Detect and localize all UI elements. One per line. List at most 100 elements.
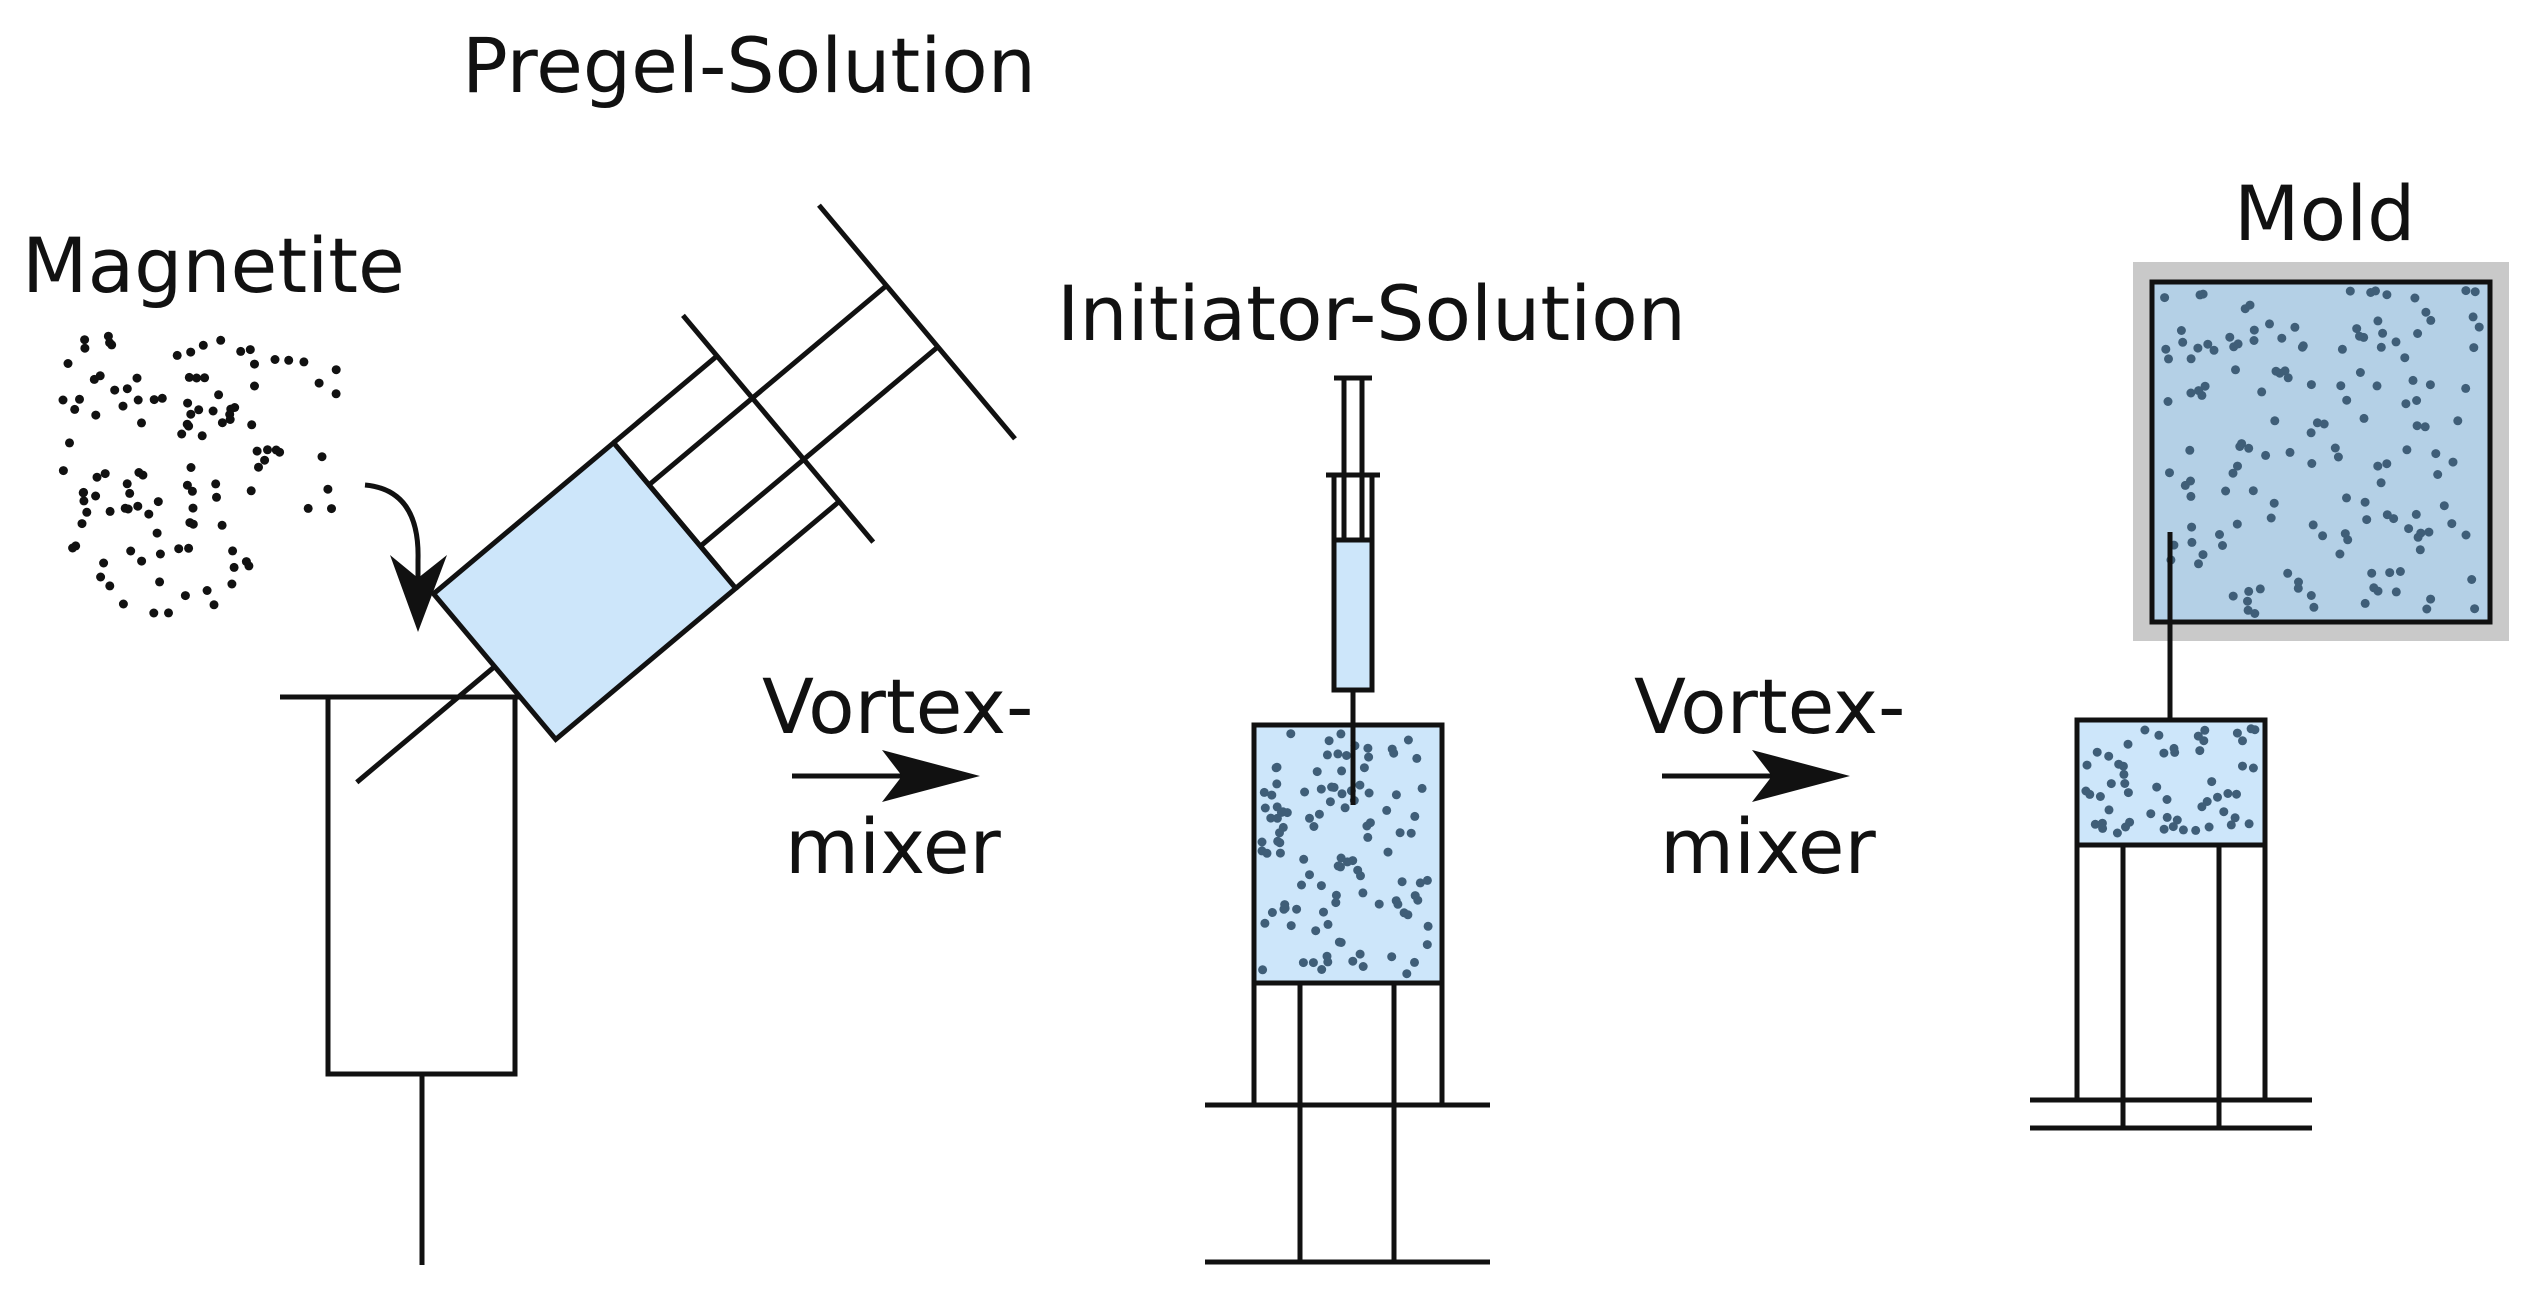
magnetite-particle [2360, 497, 2370, 507]
magnetite-particle [1266, 813, 1276, 823]
remaining-magnetite-particles [2081, 724, 2260, 838]
magnetite-particle [1322, 951, 1332, 961]
magnetite-particle [1305, 813, 1314, 823]
magnetite-particle [1336, 853, 1346, 863]
magnetite-grain [184, 543, 194, 553]
magnetite-particle [2203, 339, 2213, 349]
magnetite-particle [2309, 602, 2319, 612]
magnetite-particle [2195, 746, 2205, 756]
magnetite-particle [1309, 822, 1319, 831]
magnetite-particle [2194, 386, 2204, 396]
magnetite-particle [2186, 354, 2196, 364]
magnetite-particle [2412, 396, 2422, 405]
vortex-mixer-1-label-line1: Vortex- [762, 662, 1033, 751]
magnetite-grain [77, 519, 87, 529]
magnetite-particle [2200, 725, 2210, 735]
magnetite-particle [2355, 368, 2365, 377]
magnetite-particle [1363, 743, 1373, 753]
magnetite-particle [2426, 594, 2436, 604]
magnetite-particle [2382, 459, 2392, 469]
magnetite-particle [1333, 749, 1343, 759]
magnetite-particle [2367, 568, 2377, 578]
magnetite-particle [1325, 797, 1335, 807]
magnetite-particle [2306, 380, 2316, 390]
magnetite-grain [134, 468, 144, 477]
magnetite-particle [1356, 871, 1365, 881]
magnetite-grain [250, 359, 259, 369]
magnetite-grain [192, 373, 202, 383]
magnetite-particle [2371, 286, 2380, 296]
magnetite-particle [2123, 739, 2133, 749]
magnetite-particle [2336, 381, 2346, 391]
magnetite-particle [2402, 445, 2412, 455]
magnetite-particle [2333, 452, 2343, 462]
magnetite-particle [1422, 875, 1432, 885]
magnetite-grain [78, 488, 88, 498]
pregel-syringe [355, 203, 1017, 785]
magnetite-particle [2277, 333, 2287, 343]
magnetite-particle [2152, 782, 2162, 792]
magnetite-particle [2186, 491, 2196, 501]
magnetite-particle [1319, 907, 1328, 917]
magnetite-grain [186, 463, 196, 472]
magnetite-particle [2342, 395, 2352, 405]
magnetite-grain [216, 335, 226, 345]
magnetite-particle [1387, 952, 1397, 962]
magnetite-particle [2411, 509, 2421, 519]
magnetite-particle [2207, 777, 2217, 787]
magnetite-particle [1259, 787, 1269, 797]
magnetite-particle [2231, 365, 2240, 375]
magnetite-grain [91, 410, 101, 420]
magnetite-particle [2191, 825, 2201, 835]
magnetite-particle [1423, 921, 1433, 931]
magnetite-particle [1348, 956, 1358, 966]
magnetite-particle [2413, 532, 2423, 542]
magnetite-particle [2228, 468, 2238, 478]
magnetite-particle [1267, 908, 1277, 917]
magnetite-particle [2373, 316, 2383, 326]
magnetite-particle [2410, 293, 2420, 303]
magnetite-grain [236, 346, 246, 356]
magnetite-particle [2209, 345, 2219, 355]
magnetite-particle [1358, 962, 1368, 971]
magnetite-grain [271, 445, 281, 455]
magnetite-particle [2228, 591, 2238, 601]
magnetite-particle [2243, 596, 2252, 606]
magnetite-grain [252, 446, 262, 456]
open-syringe-barrel [280, 694, 563, 1265]
magnetite-grain [91, 491, 101, 501]
magnetite-particle [2162, 795, 2172, 804]
magnetite-particle [2193, 343, 2203, 353]
magnetite-particle [2404, 524, 2414, 534]
magnetite-particle [1329, 782, 1339, 792]
magnetite-grain [208, 406, 218, 416]
magnetite-grain [247, 420, 257, 430]
magnetite-particle [1331, 890, 1341, 900]
magnetite-particle [1397, 877, 1407, 887]
magnetite-grain [299, 357, 309, 367]
magnetite-particle [2431, 449, 2441, 459]
magnetite-particle [1355, 780, 1365, 790]
magnetite-grain [188, 503, 198, 513]
mixing-syringe [1205, 375, 1490, 1265]
initiator-solution-liquid [1331, 537, 1375, 693]
magnetite-particle [2160, 293, 2170, 303]
magnetite-particle [2382, 290, 2392, 300]
magnetite-particle [2187, 537, 2197, 547]
magnetite-particle [2257, 387, 2267, 397]
magnetite-particle [2200, 381, 2210, 391]
magnetite-particle [2283, 373, 2293, 383]
magnetite-grain [241, 557, 251, 567]
magnetite-particle [1316, 784, 1326, 794]
magnetite-grain [202, 586, 212, 595]
magnetite-grain [123, 504, 133, 514]
magnetite-grain [99, 558, 109, 568]
magnetite-particle [2104, 805, 2114, 815]
magnetite-particle [2400, 353, 2410, 363]
magnetite-particle [2376, 478, 2386, 488]
magnetite-particle [2198, 550, 2208, 560]
vortex-mixer-2-label-line1: Vortex- [1634, 662, 1905, 751]
magnetite-particle [2223, 789, 2233, 798]
magnetite-grain [184, 372, 194, 382]
magnetite-particle [1275, 828, 1284, 838]
